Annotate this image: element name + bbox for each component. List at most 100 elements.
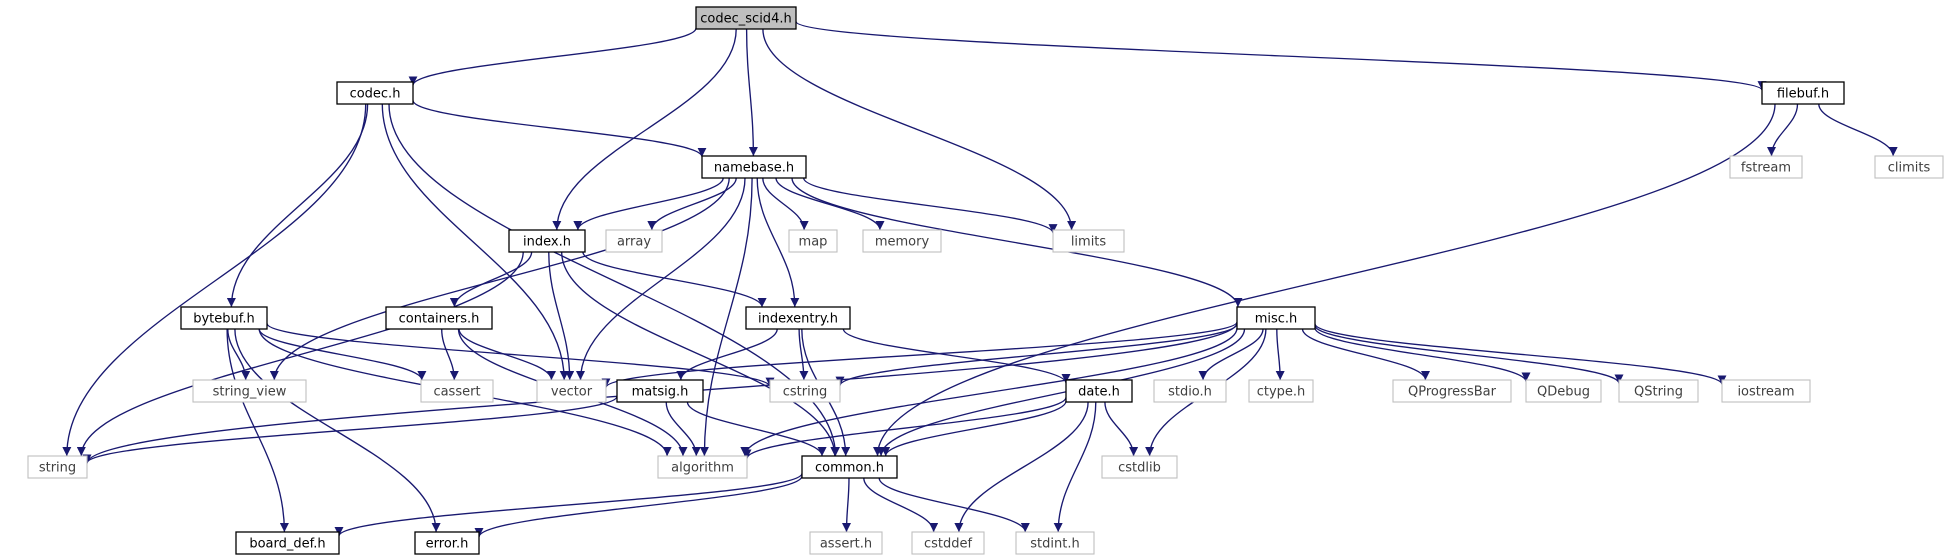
- edge-indexentry-to-date: [842, 328, 1071, 384]
- node-limits: limits: [1052, 229, 1125, 253]
- node-label: misc.h: [1255, 312, 1298, 327]
- edge-indexentry-to-matsig: [676, 328, 778, 381]
- node-stdio: stdio.h: [1153, 379, 1227, 403]
- edge-index-to-string: [76, 251, 524, 457]
- node-label: cassert: [433, 385, 480, 400]
- edge-namebase-to-map: [762, 177, 809, 231]
- edge-common-to-error: [474, 475, 803, 538]
- edge-common-to-cstddef: [863, 477, 939, 533]
- node-date[interactable]: date.h: [1065, 379, 1133, 403]
- edge-misc-to-iostream: [1314, 323, 1727, 385]
- edge-misc-to-qstring: [1314, 325, 1624, 384]
- node-label: memory: [875, 235, 930, 250]
- node-label: climits: [1888, 161, 1931, 176]
- node-box: [1236, 306, 1316, 330]
- edge-namebase-to-string_view: [269, 177, 730, 381]
- node-box: [27, 455, 88, 479]
- node-label: codec_scid4.h: [700, 12, 791, 27]
- node-box: [1248, 379, 1314, 403]
- edge-misc-to-qprogressbar: [1301, 328, 1430, 381]
- edge-codec-to-bytebuf: [226, 103, 369, 308]
- node-label: codec.h: [350, 87, 401, 102]
- node-array: array: [605, 229, 663, 253]
- node-index[interactable]: index.h: [508, 229, 586, 253]
- node-label: namebase.h: [714, 161, 794, 176]
- node-iostream: iostream: [1721, 379, 1811, 403]
- edge-codec_scid4-to-limits: [762, 28, 1077, 231]
- node-label: string_view: [213, 385, 287, 400]
- node-filebuf[interactable]: filebuf.h: [1761, 81, 1845, 105]
- edge-matsig-to-common: [686, 401, 827, 457]
- node-label: matsig.h: [632, 385, 689, 400]
- node-algorithm: algorithm: [657, 455, 748, 479]
- node-label: QString: [1634, 385, 1683, 400]
- node-label: cstdlib: [1118, 461, 1161, 476]
- node-box: [809, 531, 883, 555]
- node-cstddef: cstddef: [911, 531, 985, 555]
- edge-index-to-indexentry: [582, 251, 767, 308]
- edge-namebase-to-array: [647, 177, 737, 231]
- edge-common-to-stdint: [878, 477, 1030, 533]
- edge-containers-to-cassert: [441, 328, 459, 381]
- node-box: [385, 306, 493, 330]
- edge-matsig-to-string: [82, 395, 618, 464]
- edge-codec_scid4-to-codec: [408, 27, 697, 86]
- node-box: [1065, 379, 1133, 403]
- edge-namebase-to-limits: [803, 177, 1058, 234]
- edge-codec_scid4-to-index: [552, 28, 737, 231]
- edge-filebuf-to-common: [873, 103, 1776, 457]
- edge-common-to-board_def: [334, 472, 803, 537]
- edge-namebase-to-index: [573, 177, 724, 231]
- node-box: [235, 531, 340, 555]
- node-label: map: [799, 235, 828, 250]
- node-error[interactable]: error.h: [414, 531, 480, 555]
- node-memory: memory: [862, 229, 942, 253]
- node-box: [695, 6, 797, 30]
- edge-namebase-to-algorithm: [699, 177, 753, 457]
- edge-date-to-cstddef: [954, 401, 1089, 533]
- node-matsig[interactable]: matsig.h: [616, 379, 704, 403]
- node-box: [508, 229, 586, 253]
- node-board-def[interactable]: board_def.h: [235, 531, 340, 555]
- node-namebase[interactable]: namebase.h: [701, 155, 807, 179]
- node-box: [1052, 229, 1125, 253]
- node-indexentry[interactable]: indexentry.h: [745, 306, 851, 330]
- node-containers[interactable]: containers.h: [385, 306, 493, 330]
- node-box: [192, 379, 307, 403]
- edge-date-to-cstdlib: [1104, 401, 1139, 457]
- edge-matsig-to-algorithm: [665, 401, 701, 457]
- node-box: [605, 229, 663, 253]
- edge-namebase-to-vector: [576, 177, 746, 381]
- edge-misc-to-cstring: [835, 323, 1238, 386]
- node-bytebuf[interactable]: bytebuf.h: [180, 306, 268, 330]
- edge-date-to-stdint: [1053, 401, 1097, 533]
- node-box: [1015, 531, 1095, 555]
- edge-misc-to-ctype: [1275, 328, 1285, 381]
- node-box: [1525, 379, 1602, 403]
- node-assert: assert.h: [809, 531, 883, 555]
- node-box: [788, 229, 838, 253]
- node-label: iostream: [1737, 385, 1794, 400]
- node-label: stdio.h: [1168, 385, 1212, 400]
- node-box: [745, 306, 851, 330]
- node-codec-scid4[interactable]: codec_scid4.h: [695, 6, 797, 30]
- node-label: string: [39, 461, 76, 476]
- node-common[interactable]: common.h: [801, 455, 898, 479]
- edge-misc-to-vector: [601, 321, 1238, 388]
- edge-codec_scid4-to-namebase: [745, 28, 758, 157]
- node-label: array: [617, 235, 651, 250]
- edge-filebuf-to-fstream: [1767, 103, 1799, 157]
- node-box: [1153, 379, 1227, 403]
- node-label: filebuf.h: [1777, 87, 1829, 102]
- node-codec[interactable]: codec.h: [336, 81, 414, 105]
- node-label: cstddef: [924, 537, 973, 552]
- edge-bytebuf-to-string_view: [227, 328, 251, 381]
- node-label: algorithm: [671, 461, 734, 476]
- node-label: limits: [1071, 235, 1107, 250]
- node-stdint: stdint.h: [1015, 531, 1095, 555]
- node-misc[interactable]: misc.h: [1236, 306, 1316, 330]
- edges-layer: [62, 20, 1898, 538]
- edge-misc-to-common: [876, 328, 1246, 457]
- edge-bytebuf-to-cassert: [258, 328, 427, 381]
